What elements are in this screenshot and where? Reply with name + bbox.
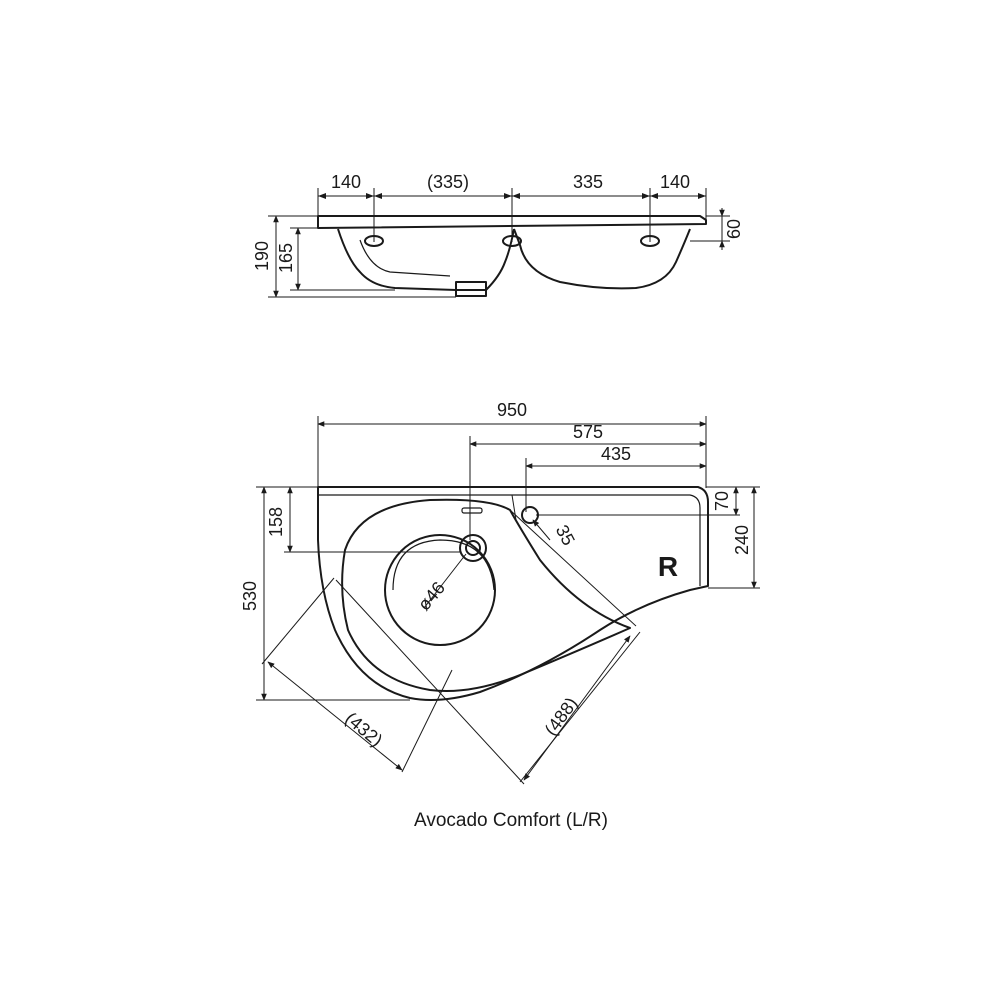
dim-575: 575 xyxy=(573,422,603,442)
top-view-left-dimensions: 530 158 xyxy=(240,486,460,701)
side-view-right-dimension: 60 xyxy=(690,208,744,250)
drawing-caption: Avocado Comfort (L/R) xyxy=(414,810,608,831)
top-view: 950 575 435 ø46 35 R xyxy=(240,400,760,785)
top-view-width-dimensions: 950 575 435 xyxy=(317,400,707,540)
top-view-basin-outline xyxy=(317,486,709,701)
dim-60: 60 xyxy=(724,219,744,239)
dim-432: (432) xyxy=(341,708,386,750)
dim-140-right: 140 xyxy=(660,172,690,192)
dim-190: 190 xyxy=(252,241,272,271)
dim-158: 158 xyxy=(266,507,286,537)
dim-488: (488) xyxy=(541,694,582,740)
side-view-left-dimensions: 190 165 xyxy=(252,215,456,298)
top-view-right-dimensions: 70 240 xyxy=(536,486,760,589)
dim-140-left: 140 xyxy=(331,172,361,192)
dim-950: 950 xyxy=(497,400,527,420)
side-view-basin-profile xyxy=(317,215,707,297)
side-view: 140 (335) 335 140 190 165 xyxy=(252,172,744,298)
dim-70: 70 xyxy=(712,491,732,511)
side-view-top-dimensions: 140 (335) 335 140 xyxy=(317,172,707,242)
dim-530: 530 xyxy=(240,581,260,611)
dim-165: 165 xyxy=(276,243,296,273)
dim-hole-35: 35 xyxy=(552,522,579,549)
dim-240: 240 xyxy=(732,525,752,555)
dim-335: 335 xyxy=(573,172,603,192)
dim-435: 435 xyxy=(601,444,631,464)
variant-letter: R xyxy=(658,551,678,582)
dim-335-bracketed: (335) xyxy=(427,172,469,192)
